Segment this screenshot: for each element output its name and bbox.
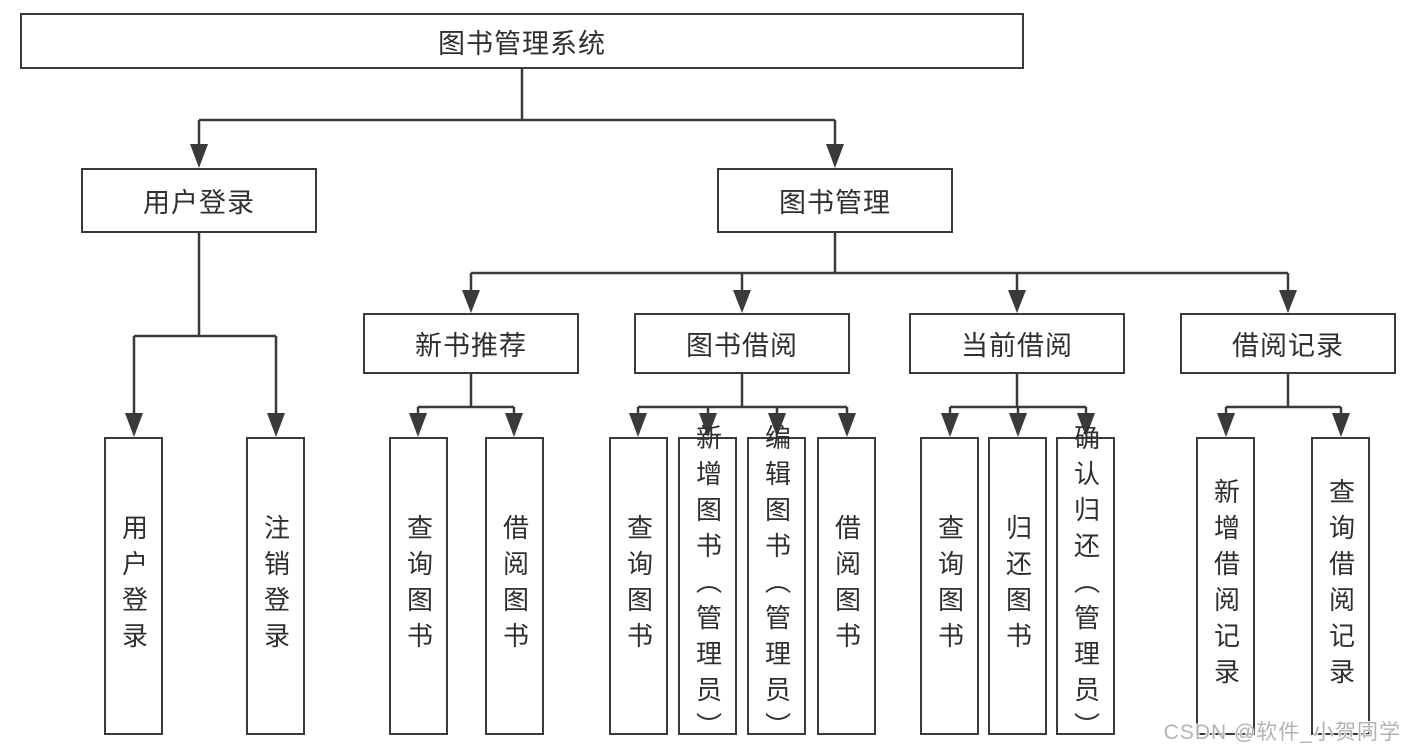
node-user-login: 用户登录 xyxy=(81,168,317,233)
node-label: 新增图书（管理员） xyxy=(692,424,723,747)
node-label: 新书推荐 xyxy=(415,331,527,361)
node-label: 新增借阅记录 xyxy=(1210,478,1241,694)
leaf-query-books-current: 查询图书 xyxy=(920,437,979,735)
node-book-borrowing: 图书借阅 xyxy=(634,313,850,374)
node-book-management: 图书管理 xyxy=(717,168,953,233)
node-label: 图书借阅 xyxy=(686,331,798,361)
leaf-confirm-return-admin: 确认归还（管理员） xyxy=(1056,424,1115,747)
node-new-book-recommend: 新书推荐 xyxy=(363,313,579,374)
leaf-add-borrow-record: 新增借阅记录 xyxy=(1196,437,1255,735)
node-label: 借阅图书 xyxy=(499,514,530,658)
node-borrow-records: 借阅记录 xyxy=(1180,313,1396,374)
leaf-query-borrow-record: 查询借阅记录 xyxy=(1311,437,1370,735)
node-label: 查询图书 xyxy=(623,514,654,658)
leaf-borrow-books: 借阅图书 xyxy=(817,437,876,735)
node-label: 查询借阅记录 xyxy=(1325,478,1356,694)
leaf-return-books: 归还图书 xyxy=(988,437,1047,735)
csdn-watermark: CSDN @软件_小贺同学 xyxy=(1163,721,1401,744)
leaf-user-login: 用户登录 xyxy=(104,437,163,735)
leaf-borrow-books-recommend: 借阅图书 xyxy=(485,437,544,735)
leaf-query-books-recommend: 查询图书 xyxy=(389,437,448,735)
node-label: 借阅记录 xyxy=(1232,331,1344,361)
node-library-management-system: 图书管理系统 xyxy=(20,13,1024,69)
node-label: 图书管理系统 xyxy=(438,28,606,59)
node-label: 确认归还（管理员） xyxy=(1070,424,1101,747)
node-current-borrowing: 当前借阅 xyxy=(909,313,1125,374)
leaf-logout: 注销登录 xyxy=(246,437,305,735)
node-label: 归还图书 xyxy=(1002,514,1033,658)
leaf-query-books-borrow: 查询图书 xyxy=(609,437,668,735)
node-label: 当前借阅 xyxy=(961,331,1073,361)
leaf-add-books-admin: 新增图书（管理员） xyxy=(678,424,737,747)
node-label: 用户登录 xyxy=(143,188,255,218)
leaf-edit-books-admin: 编辑图书（管理员） xyxy=(747,424,806,747)
node-label: 用户登录 xyxy=(118,514,149,658)
node-label: 借阅图书 xyxy=(831,514,862,658)
node-label: 图书管理 xyxy=(779,188,891,218)
node-label: 编辑图书（管理员） xyxy=(761,424,792,747)
node-label: 查询图书 xyxy=(403,514,434,658)
node-label: 查询图书 xyxy=(934,514,965,658)
node-label: 注销登录 xyxy=(260,514,291,658)
